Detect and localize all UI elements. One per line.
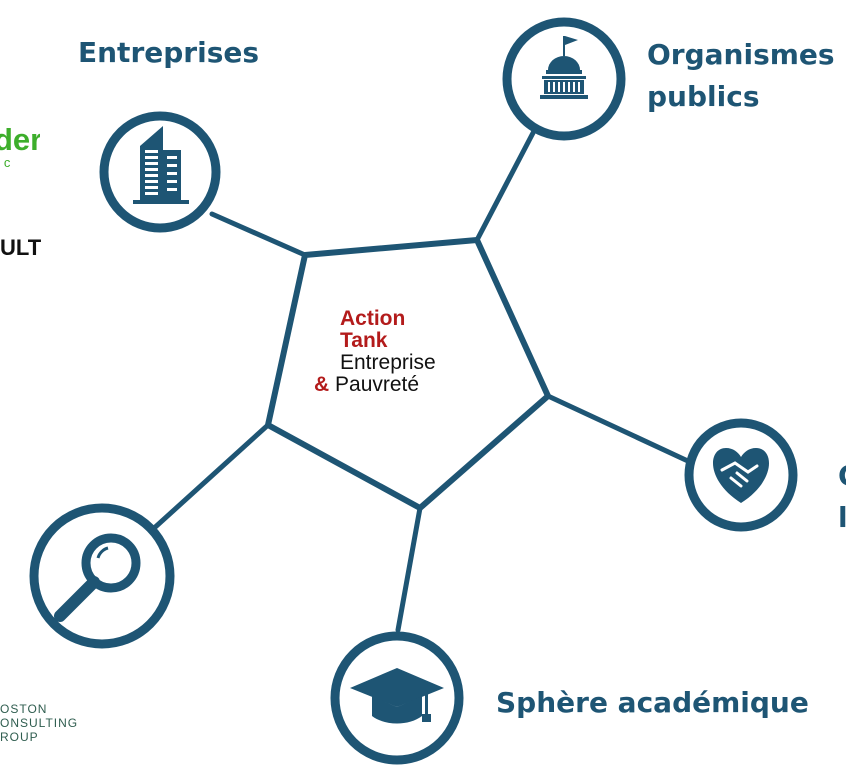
partner-label-line2: l bbox=[838, 501, 846, 534]
organismes-node bbox=[502, 17, 626, 141]
bcg-logo: OSTON ONSULTING ROUP bbox=[0, 702, 78, 744]
bcg-logo-line3: ROUP bbox=[0, 730, 39, 744]
research-node bbox=[29, 503, 175, 649]
renault-logo: ULT bbox=[0, 235, 42, 260]
schneider-logo: der ic bbox=[0, 125, 40, 170]
partner-node bbox=[684, 418, 798, 532]
hub-pentagon bbox=[265, 237, 551, 511]
academique-node bbox=[330, 631, 464, 765]
action-tank-logo: Action Tank Entreprise & Pauvreté bbox=[314, 308, 436, 396]
connector-academique bbox=[395, 505, 423, 633]
entreprises-label: Entreprises bbox=[78, 36, 260, 69]
hub-line-action: Action bbox=[340, 307, 406, 330]
organismes-label-line1: Organismes bbox=[647, 38, 835, 71]
partner-label: C l bbox=[838, 455, 846, 539]
organismes-label: Organismes publics bbox=[647, 34, 835, 118]
connector-right bbox=[545, 393, 693, 465]
schneider-logo-sub: ic bbox=[0, 155, 16, 170]
hub-pauvrete: Pauvreté bbox=[335, 373, 420, 396]
hub-line-entreprise: Entreprise bbox=[340, 351, 436, 374]
connector-entreprises bbox=[209, 211, 308, 258]
organismes-label-line2: publics bbox=[647, 80, 760, 113]
bcg-logo-line2: ONSULTING bbox=[0, 716, 79, 730]
hub-ampersand: & bbox=[314, 373, 330, 396]
partner-label-line1: C bbox=[838, 455, 846, 497]
handshake-heart-icon bbox=[712, 448, 770, 503]
schneider-logo-main: der bbox=[0, 125, 40, 157]
hub-line-pauvrete: & Pauvreté bbox=[314, 374, 436, 396]
magnifier-icon bbox=[54, 533, 141, 622]
connector-research bbox=[149, 422, 271, 533]
bcg-logo-line1: OSTON bbox=[0, 702, 48, 716]
building-icon bbox=[133, 126, 189, 204]
hub-line-tank: Tank bbox=[340, 329, 388, 352]
graduation-cap-icon bbox=[350, 668, 444, 724]
entreprises-node bbox=[99, 111, 221, 233]
academique-label: Sphère académique bbox=[496, 686, 809, 719]
connector-organismes bbox=[474, 128, 537, 243]
capitol-icon bbox=[540, 36, 588, 99]
